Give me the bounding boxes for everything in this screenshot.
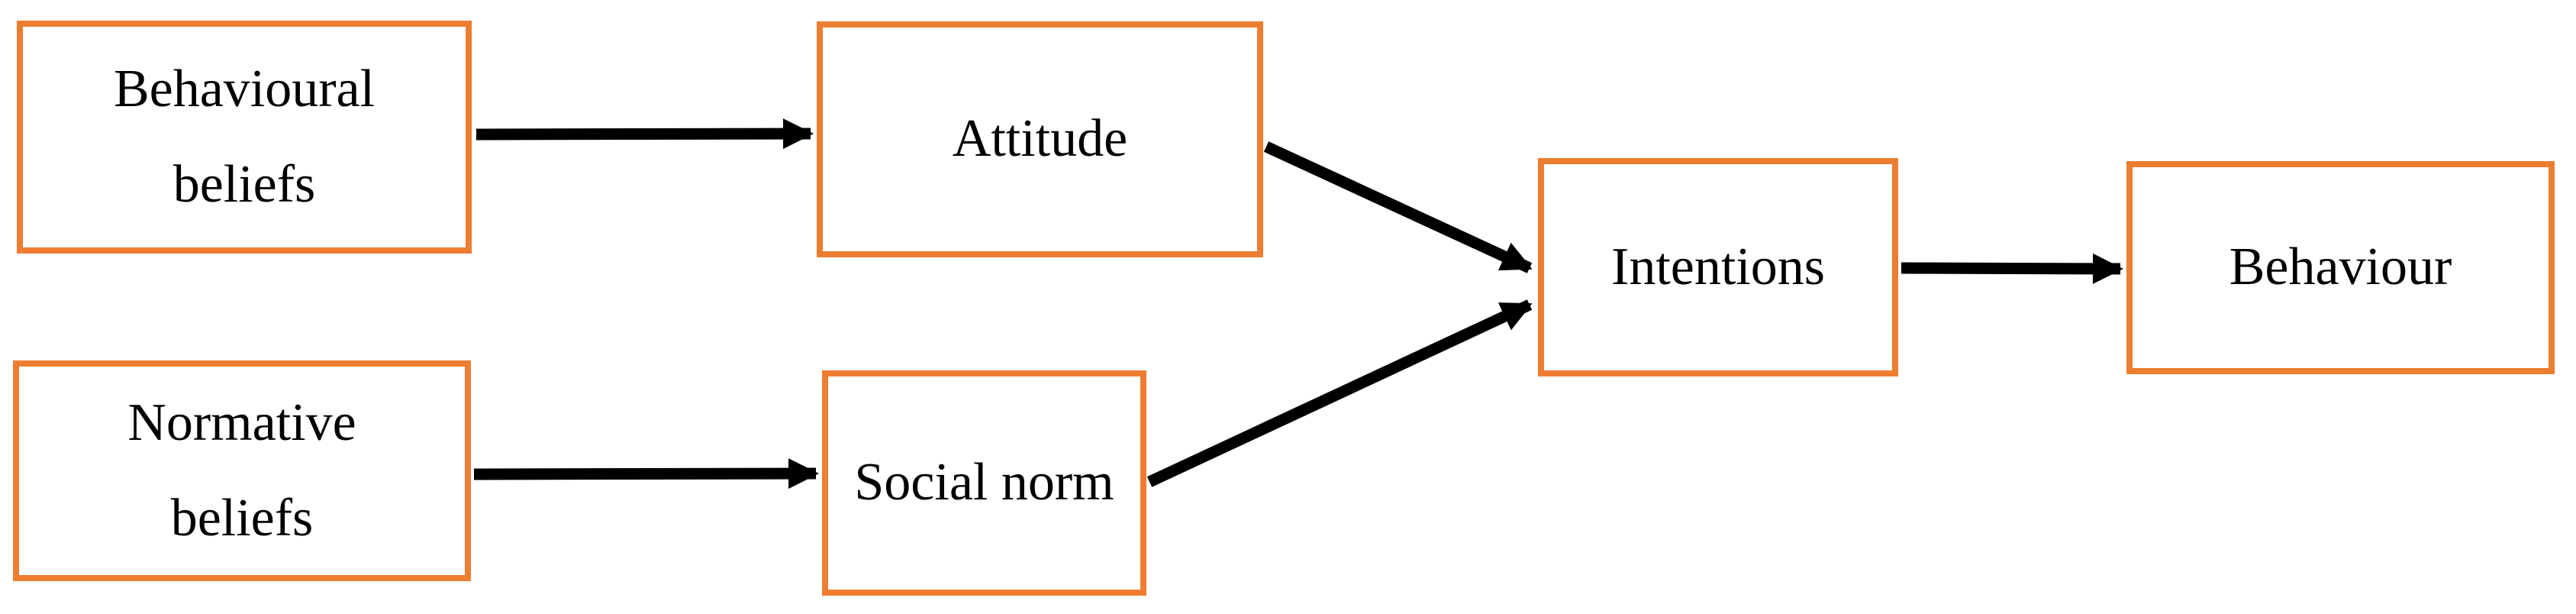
node-normative-beliefs: Normative beliefs (13, 360, 471, 581)
node-label-line: Normative (127, 393, 356, 452)
node-label-line: beliefs (172, 154, 316, 214)
node-label-line: beliefs (170, 488, 314, 548)
node-label: Behaviour (2229, 238, 2452, 297)
node-label-line: Behavioural (113, 59, 376, 118)
node-label: Intentions (1611, 237, 1825, 296)
node-behavioural-beliefs: Behavioural beliefs (17, 21, 472, 254)
node-label: Social norm (854, 453, 1114, 512)
node-attitude: Attitude (817, 21, 1263, 257)
edge-normative-beliefs-to-social-norm (473, 458, 819, 490)
node-intentions: Intentions (1538, 158, 1898, 376)
edge-attitude-to-intentions (1263, 141, 1533, 273)
node-social-norm: Social norm (822, 370, 1146, 596)
node-behaviour: Behaviour (2126, 161, 2555, 374)
edge-social-norm-to-intentions (1146, 299, 1533, 487)
edge-intentions-to-behaviour (1901, 253, 2123, 284)
node-label: Attitude (952, 109, 1128, 169)
